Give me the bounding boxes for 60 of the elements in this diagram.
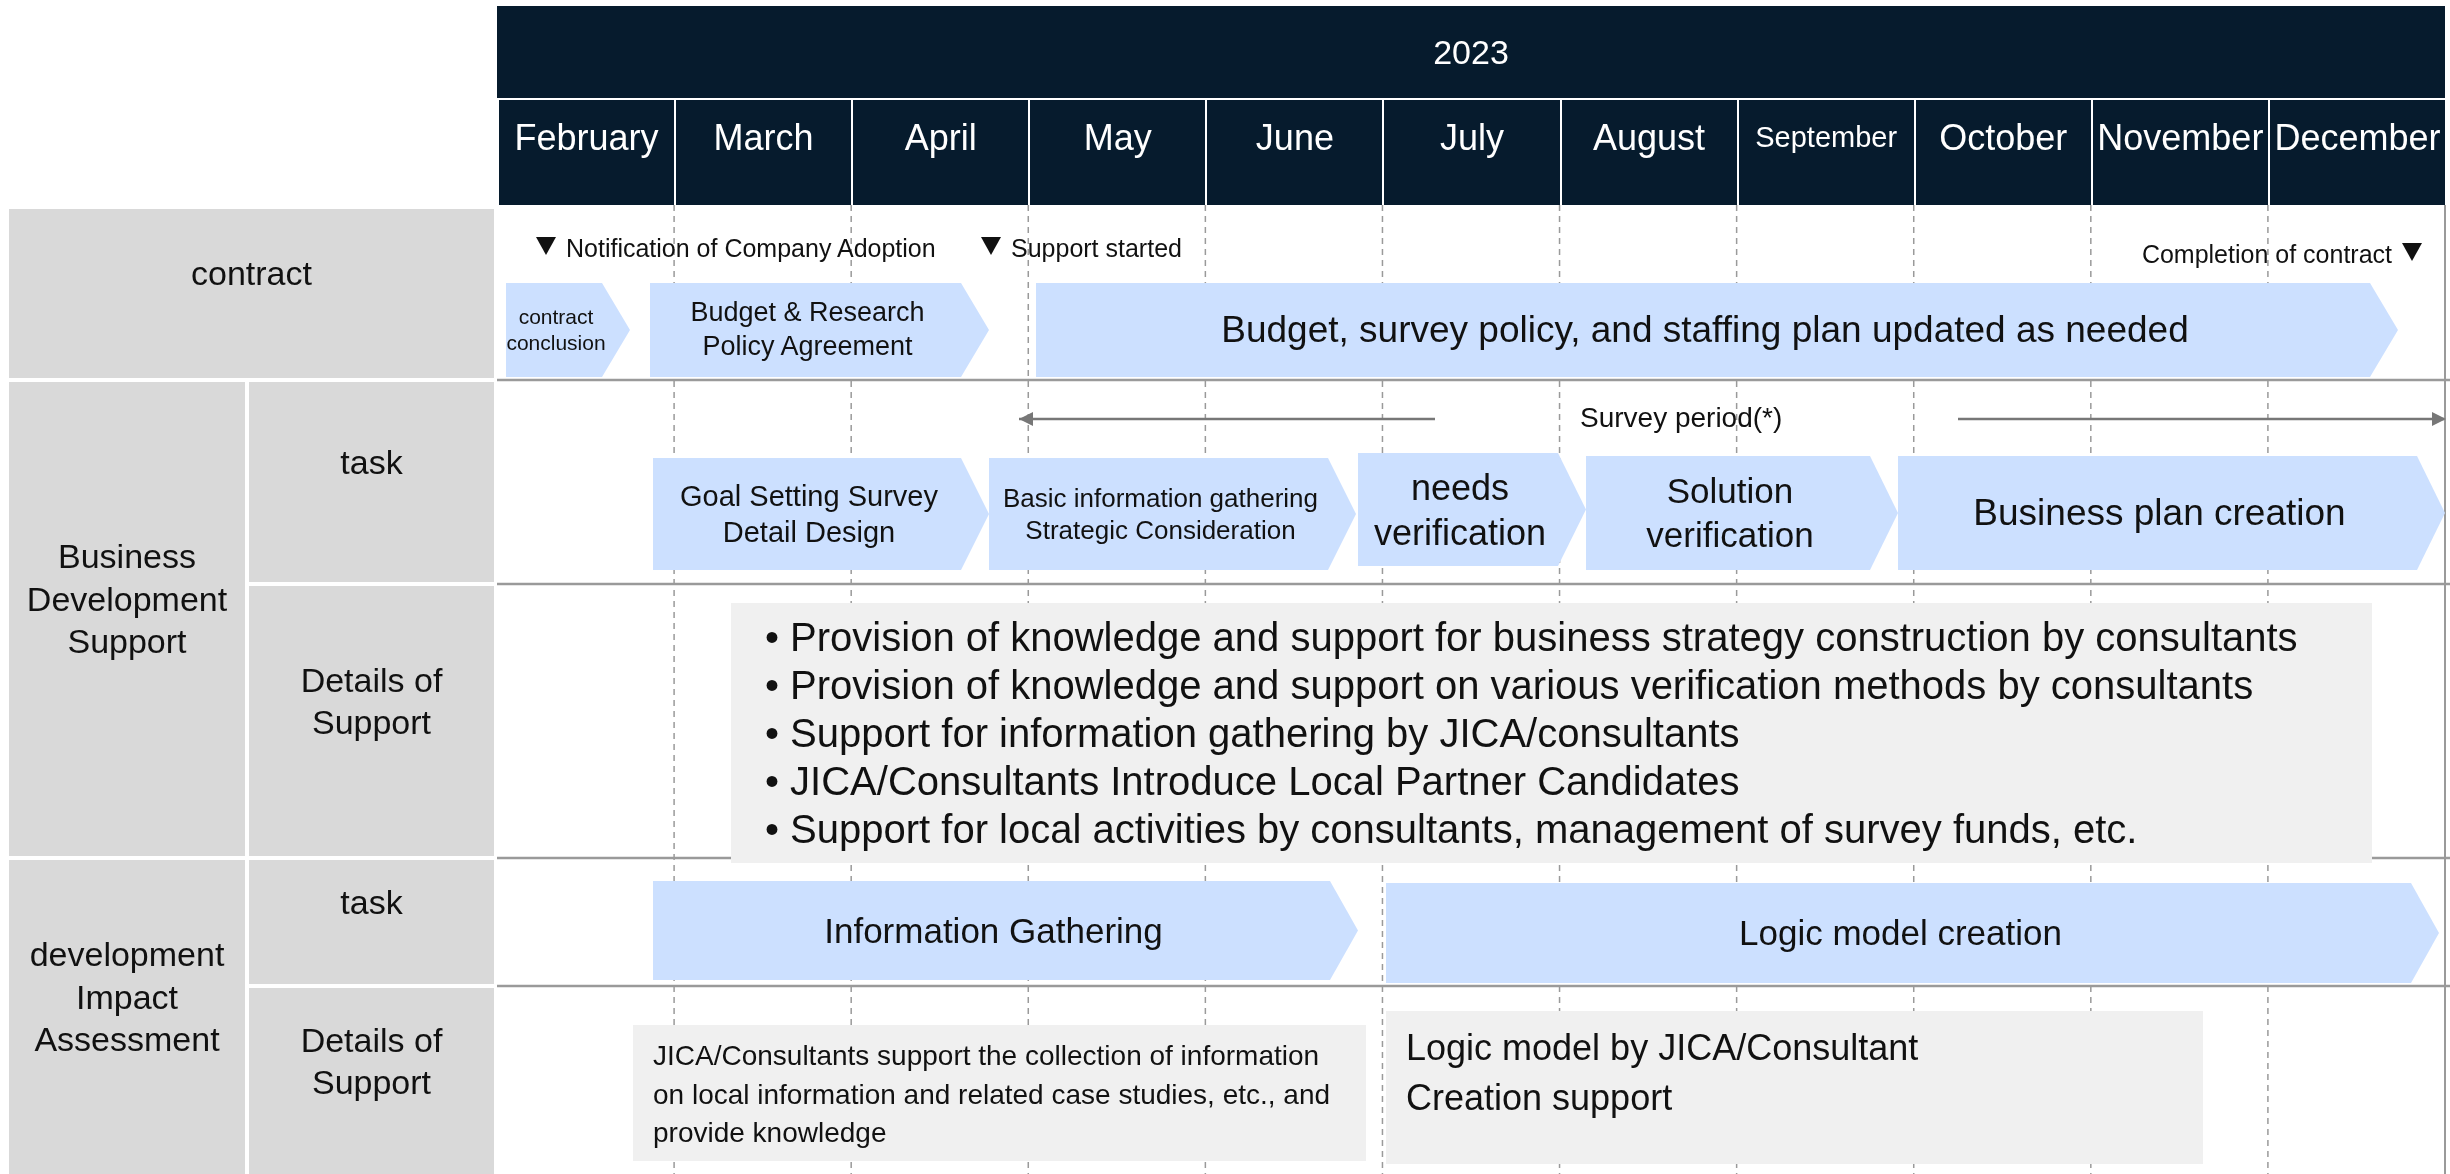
bullet-item: • JICA/Consultants Introduce Local Partner Candidates xyxy=(764,758,1741,805)
task-bar-label: Budget & Research Policy Agreement xyxy=(689,296,926,363)
year-header-cell: 2023 xyxy=(497,6,2445,98)
span-label: Survey period(*) xyxy=(1580,401,1783,435)
timeline-task-bar xyxy=(653,881,1358,980)
row-header-label: Details of Support xyxy=(299,1019,444,1103)
month-header-cell: May xyxy=(1028,98,1206,205)
row-header-cell xyxy=(249,988,494,1174)
note-text: JICA/Consultants support the collection of information on local information and related case studies, etc., and provide knowledge xyxy=(653,1039,1332,1150)
row-header-label: task xyxy=(340,881,403,923)
task-bar-label: Goal Setting Survey Detail Design xyxy=(679,478,939,550)
task-bar-label: Information Gathering xyxy=(824,909,1163,952)
month-header-cell: July xyxy=(1382,98,1560,205)
month-header-cell: March xyxy=(674,98,852,205)
row-header-label: development Impact Assessment xyxy=(28,934,226,1061)
note-text: Logic model by JICA/Consultant Creation support xyxy=(1406,1026,1920,1120)
row-header-cell xyxy=(9,382,245,856)
month-header-cell: December xyxy=(2267,98,2445,205)
row-header-cell xyxy=(249,860,494,984)
bullet-item: • Support for local activities by consultants, management of survey funds, etc. xyxy=(764,806,2139,853)
row-header-cell xyxy=(9,209,494,378)
month-header-cell: June xyxy=(1205,98,1383,205)
bullet-list-box xyxy=(731,603,2372,863)
row-header-label: Details of Support xyxy=(299,659,444,743)
row-header-cell xyxy=(249,382,494,582)
milestone-label: Completion of contract xyxy=(2141,239,2392,270)
month-header-cell: February xyxy=(497,98,675,205)
task-bar-label: needs verification xyxy=(1372,465,1548,555)
timeline-task-bar xyxy=(653,458,989,570)
timeline-task-bar xyxy=(1586,456,1898,570)
timeline-task-bar xyxy=(1036,283,2398,377)
row-header-label: task xyxy=(340,441,403,483)
task-bar-label: contract conclusion xyxy=(506,303,606,356)
row-header-label: contract xyxy=(191,253,312,295)
month-header-cell: August xyxy=(1559,98,1737,205)
month-header-cell: April xyxy=(851,98,1029,205)
row-header-cell xyxy=(9,860,245,1174)
timeline-task-bar xyxy=(506,283,630,377)
month-header-cell: September xyxy=(1736,98,1914,205)
timeline-task-bar xyxy=(989,458,1356,570)
timeline-task-bar xyxy=(650,283,989,377)
row-header-label: Business Development Support xyxy=(25,536,229,663)
task-bar-label: Solution verification xyxy=(1645,470,1815,556)
task-bar-label: Logic model creation xyxy=(1739,912,2062,955)
bullet-item: • Provision of knowledge and support for business strategy construction by consultants xyxy=(764,614,2299,661)
note-box xyxy=(1386,1011,2203,1164)
milestone-label: Support started xyxy=(1011,233,1182,264)
timeline-task-bar xyxy=(1898,456,2445,570)
task-bar-label: Basic information gathering Strategic Consideration xyxy=(1001,481,1320,547)
note-box xyxy=(633,1025,1366,1161)
task-bar-label: Budget, survey policy, and staffing plan updated as needed xyxy=(1221,307,2189,352)
milestone-label: Notification of Company Adoption xyxy=(566,233,936,264)
month-header-cell: October xyxy=(1913,98,2091,205)
month-header-cell: November xyxy=(2090,98,2268,205)
timeline-task-bar xyxy=(1386,883,2439,983)
bullet-item: • Provision of knowledge and support on various verification methods by consultants xyxy=(764,662,2255,709)
bullet-item: • Support for information gathering by JICA/consultants xyxy=(764,710,1741,757)
timeline-task-bar xyxy=(1358,453,1586,566)
task-bar-label: Business plan creation xyxy=(1973,490,2346,535)
row-header-cell xyxy=(249,586,494,856)
